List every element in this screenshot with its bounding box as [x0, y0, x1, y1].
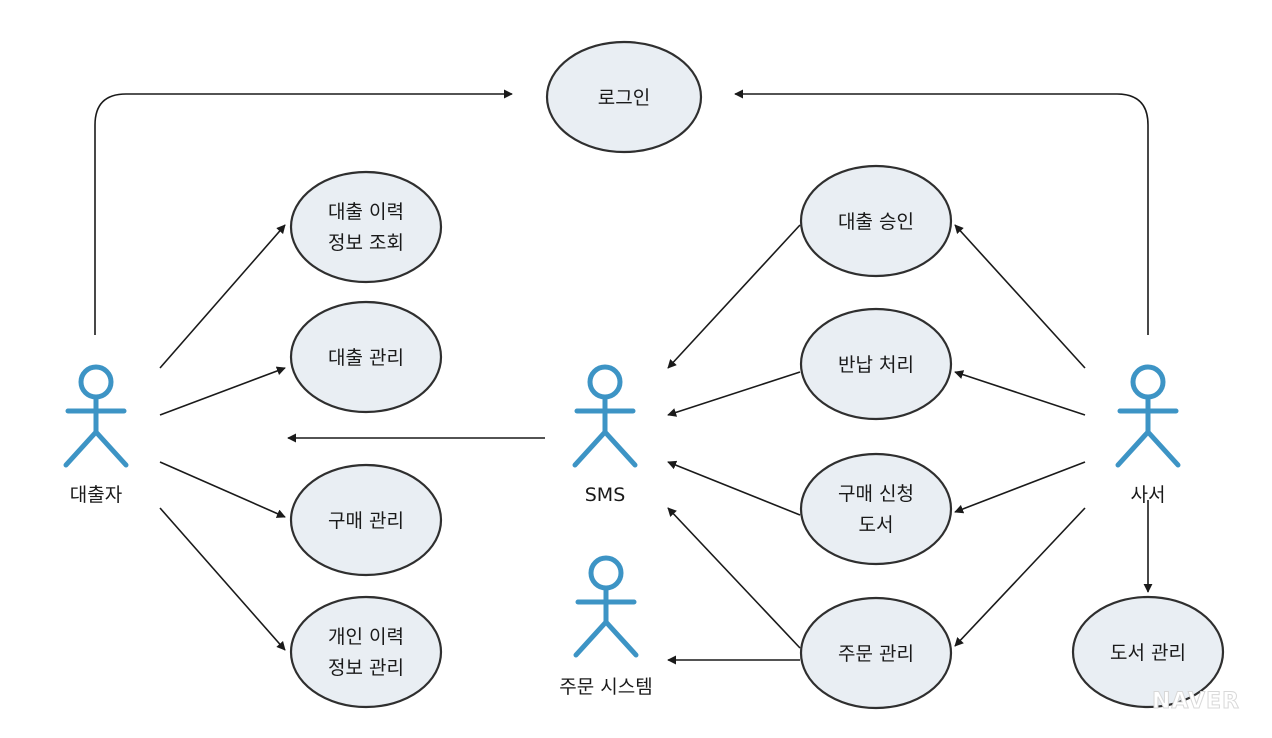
use-case-label: 대출 이력 — [328, 201, 404, 223]
use-case-label: 반납 처리 — [838, 354, 914, 376]
actor-label: 대출자 — [70, 484, 122, 506]
use-case-label: 구매 관리 — [328, 510, 404, 532]
use-case-label: 로그인 — [598, 87, 650, 109]
actor-label: 사서 — [1131, 484, 1166, 506]
edge-return-processing-sms — [667, 371, 801, 417]
use-case-label: 정보 관리 — [328, 657, 404, 679]
edge-loan-approval-sms — [667, 224, 801, 369]
use-case-loan-approval: 대출 승인 — [799, 164, 953, 278]
edge-librarian-purchase-request — [954, 461, 1086, 514]
use-case-label: 도서 관리 — [1110, 642, 1186, 664]
stick-figure-icon — [63, 364, 129, 468]
actor-label: 주문 시스템 — [559, 676, 652, 698]
edge-librarian-loan-approval — [954, 224, 1086, 369]
use-case-label: 도서 — [859, 514, 894, 536]
edge-order-management-sms — [667, 507, 801, 649]
use-case-purchase-request-books: 구매 신청 도서 — [799, 452, 953, 566]
edge-librarian-login — [734, 89, 1149, 335]
use-case-book-management: 도서 관리 — [1071, 595, 1225, 709]
actor-sms: SMS — [572, 364, 638, 506]
use-case-label: 정보 조회 — [328, 232, 404, 254]
use-case-label: 대출 관리 — [328, 347, 404, 369]
edge-purchase-request-sms — [667, 460, 801, 516]
use-case-loan-management: 대출 관리 — [289, 300, 443, 414]
edge-borrower-login — [94, 89, 513, 335]
naver-watermark: NAVER — [1152, 689, 1240, 714]
use-case-return-processing: 반납 처리 — [799, 307, 953, 421]
use-case-login: 로그인 — [545, 40, 703, 154]
stick-figure-icon — [1115, 364, 1181, 468]
use-case-label: 주문 관리 — [838, 643, 914, 665]
edge-librarian-order-management — [954, 507, 1086, 647]
use-case-personal-history-management: 개인 이력 정보 관리 — [289, 595, 443, 709]
stick-figure-icon — [572, 364, 638, 468]
actor-borrower: 대출자 — [63, 364, 129, 506]
use-case-label: 개인 이력 — [328, 626, 404, 648]
use-case-label: 구매 신청 — [838, 483, 914, 505]
edge-borrower-loan-history — [159, 224, 286, 369]
edge-librarian-return-processing — [954, 370, 1086, 416]
edges — [94, 89, 1153, 665]
use-case-label: 대출 승인 — [838, 211, 914, 233]
stick-figure-icon — [573, 555, 639, 658]
edge-borrower-loan-management — [159, 366, 286, 416]
actor-order-system: 주문 시스템 — [559, 555, 653, 698]
use-case-loan-history-inquiry: 대출 이력 정보 조회 — [289, 170, 443, 284]
actor-label: SMS — [585, 484, 626, 506]
use-case-purchase-management: 구매 관리 — [289, 463, 443, 577]
use-case-order-management: 주문 관리 — [799, 596, 953, 710]
edge-borrower-purchase-management — [159, 461, 286, 518]
edge-borrower-personal-history — [159, 507, 286, 651]
actor-librarian: 사서 — [1115, 364, 1181, 506]
